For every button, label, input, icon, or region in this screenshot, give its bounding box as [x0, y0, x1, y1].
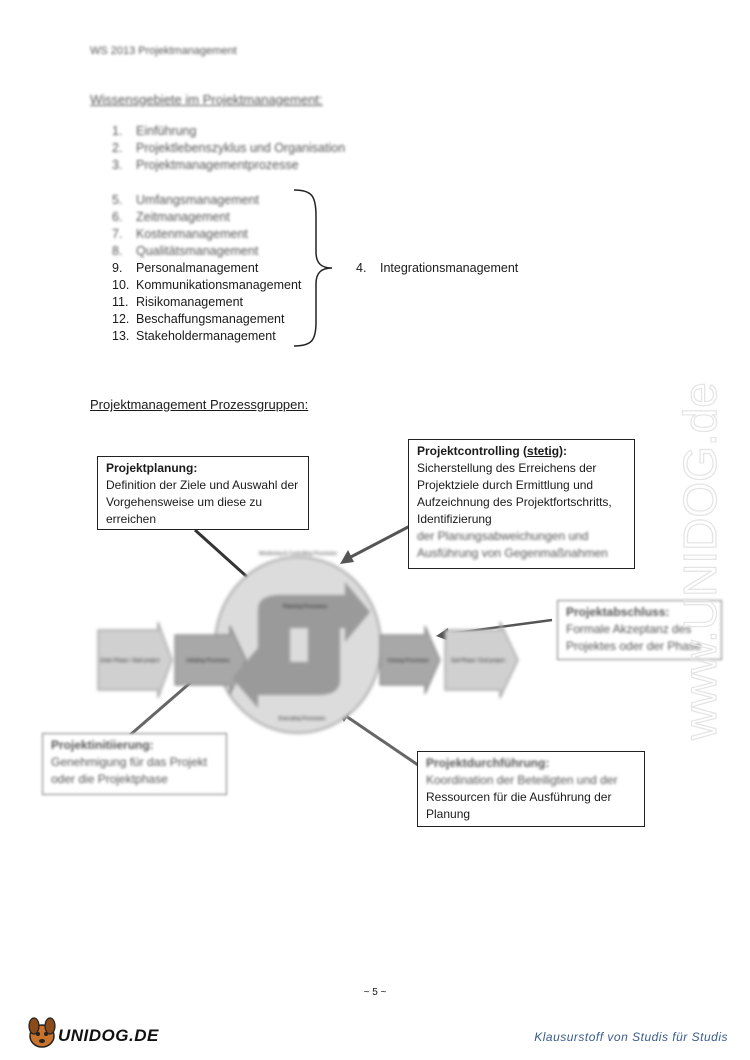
logo-text: UNIDOG.DE: [58, 1026, 159, 1045]
initiation-heading: Projektinitiierung:: [51, 738, 154, 752]
curly-brace: [293, 189, 333, 347]
page-number: ~ 5 ~: [363, 987, 387, 998]
area-list: 9.Personalmanagement 10.Kommunikationsma…: [112, 260, 301, 345]
closing-text: Formale Akzeptanz des Projektes oder der…: [566, 622, 702, 653]
execution-box: Projektdurchführung: Koordination der Be…: [417, 751, 645, 827]
integration-item: 4.Integrationsmanagement: [356, 261, 519, 275]
list-item: 3.Projektmanagementprozesse: [112, 158, 299, 172]
diagram-label-initiating: Initiating Processes: [186, 658, 230, 664]
intro-list: 1.Einführung 2.Projektlebenszyklus und O…: [112, 123, 345, 174]
list-item: 5.Umfangsmanagement: [112, 193, 259, 207]
blurred-area-list: 5.Umfangsmanagement 6.Zeitmanagement 7.K…: [112, 192, 259, 260]
closing-box: Projektabschluss: Formale Akzeptanz des …: [557, 600, 722, 660]
execution-heading: Projektdurchführung:: [426, 756, 550, 770]
list-item: 6.Zeitmanagement: [112, 210, 230, 224]
list-item: 10.Kommunikationsmanagement: [112, 278, 302, 292]
initiation-text: Genehmigung für das Projekt oder die Pro…: [51, 755, 208, 786]
planning-text: Definition der Ziele und Auswahl der Vor…: [106, 478, 299, 526]
initiation-box: Projektinitiierung: Genehmigung für das …: [42, 733, 227, 795]
diagram-label-enter: Enter Phase / Start project: [101, 658, 160, 664]
controlling-text: Sicherstellung des Erreichens der Projek…: [417, 461, 612, 526]
process-groups-title: Projektmanagement Prozessgruppen:: [90, 397, 309, 412]
controlling-heading: Projektcontrolling (stetig):: [417, 444, 568, 458]
diagram-label-executing: Executing Processes: [279, 716, 326, 722]
diagram-label-monitoring: Monitoring & Controlling Processes: [259, 551, 338, 557]
list-item: 9.Personalmanagement: [112, 261, 259, 275]
process-diagram: Monitoring & Controlling Processes Plann…: [97, 524, 553, 767]
planning-heading: Projektplanung:: [106, 461, 198, 475]
diagram-label-exit: Exit Phase / End project: [451, 658, 505, 664]
controlling-box: Projektcontrolling (stetig): Sicherstell…: [408, 439, 635, 569]
planning-box: Projektplanung: Definition der Ziele und…: [97, 456, 309, 530]
list-item: 11.Risikomanagement: [112, 295, 243, 309]
list-item: 7.Kostenmanagement: [112, 227, 248, 241]
controlling-text-blurred: der Planungsabweichungen und Ausführung …: [417, 529, 608, 560]
closing-heading: Projektabschluss:: [566, 605, 670, 619]
knowledge-areas-title: Wissensgebiete im Projektmanagement:: [90, 92, 323, 107]
list-item: 8.Qualitätsmanagement: [112, 244, 259, 258]
list-item: 12.Beschaffungsmanagement: [112, 312, 285, 326]
unidog-logo: UNIDOG.DE: [22, 1012, 162, 1052]
svg-text:www.UNIDOG.de: www.UNIDOG.de: [674, 382, 726, 741]
course-header: WS 2013 Projektmanagement: [90, 45, 237, 57]
list-item: 13.Stakeholdermanagement: [112, 329, 276, 343]
dog-mascot-icon: [28, 1017, 56, 1048]
execution-text-blurred: Koordination der Beteiligten und der: [426, 773, 618, 787]
watermark: www.UNIDOG.de: [673, 382, 726, 742]
execution-text: Ressourcen für die Ausführung der Planun…: [426, 790, 612, 821]
diagram-label-closing: Closing Processes: [387, 658, 429, 664]
list-item: 2.Projektlebenszyklus und Organisation: [112, 141, 346, 155]
footer-tagline: Klausurstoff von Studis für Studis: [534, 1030, 728, 1044]
list-item: 1.Einführung: [112, 124, 197, 138]
diagram-label-planning: Planning Processes: [283, 604, 328, 610]
